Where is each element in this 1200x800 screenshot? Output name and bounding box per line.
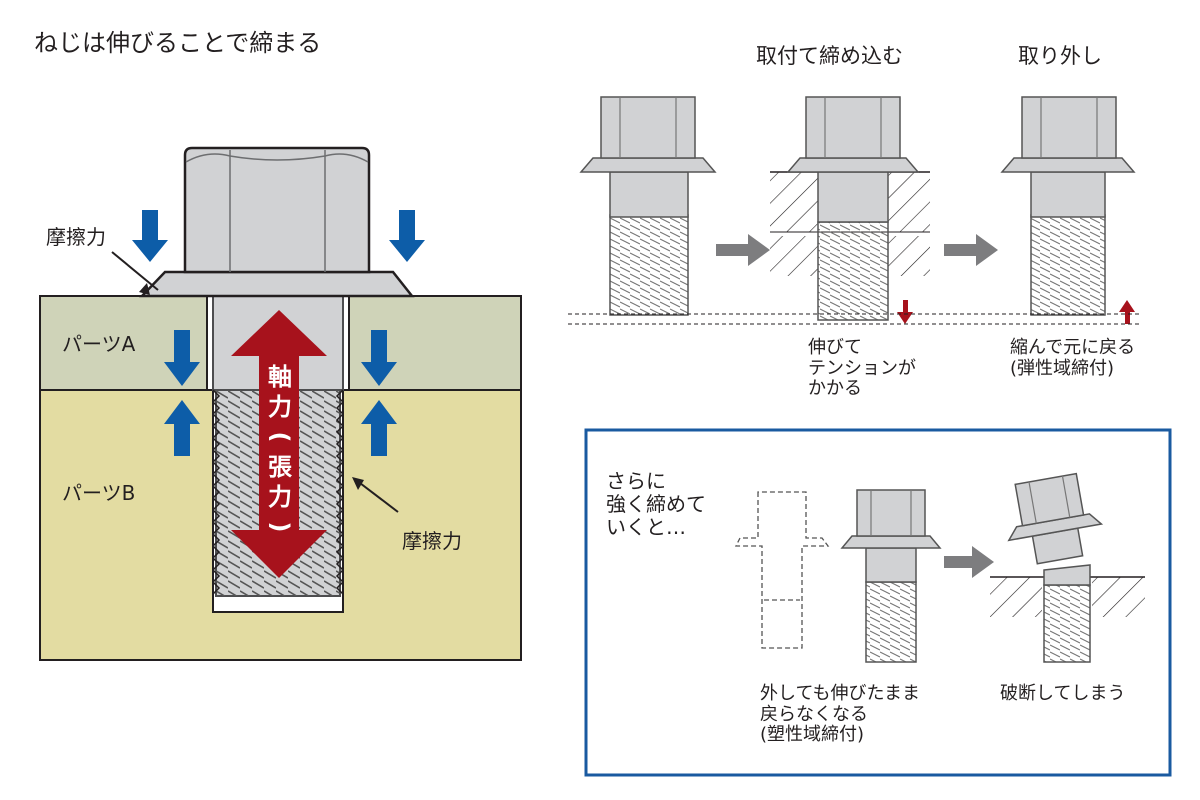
friction-top-leader [111,251,159,291]
part-b-label: パーツB [62,481,136,505]
arrow-up-partb-left [164,400,200,456]
step-tighten-heading: 取付て締め込む [756,44,903,68]
box-intro-line: 強く締めて [606,492,706,516]
arrow-down-parta-left [164,330,200,386]
bolt-plastic [840,489,942,663]
note-stretch-line: 伸びて [808,337,862,358]
stretch-arrow [897,300,913,324]
break-arrow [944,546,994,578]
axial-force-char: ) [266,521,294,533]
friction-thread-label: 摩擦力 [402,529,462,553]
warning-box [584,428,1172,777]
bolt-free [579,96,717,316]
box-intro-line: さらに [606,469,666,493]
axial-force-char: 軸 [268,363,292,391]
clamp-arrows [132,210,425,456]
box-intro-line: いくと… [606,515,686,539]
note-plastic: 外しても伸びたまま 戻らなくなる (塑性域締付) [760,683,921,746]
return-arrow [1119,300,1135,324]
note-return: 縮んで元に戻る (弾性域締付) [1010,337,1136,379]
axial-force-char: ( [266,431,294,443]
axial-force-char: 力 [268,393,292,421]
arrow-down-head-left [132,210,168,262]
arrow-down-parta-right [361,330,397,386]
part-a-label: パーツA [62,332,136,356]
tighten-arrow-2 [944,234,998,266]
note-stretch-line: かかる [808,378,862,400]
note-plastic-line: 戻らなくなる [760,703,868,725]
page-title: ねじは伸びることで締まる [34,29,322,57]
note-stretch: 伸びて テンションが かかる [808,337,916,400]
tighten-arrow-1 [716,234,770,266]
reference-lines [568,313,1140,325]
bolt-removed [1000,96,1136,324]
bolt-flange [139,270,415,298]
step-remove-heading: 取り外し [1018,44,1102,68]
note-stretch-line: テンションが [808,357,916,379]
left-cross-section [39,146,522,661]
bolt-broken [990,472,1145,663]
note-plastic-line: (塑性域締付) [760,724,865,746]
axial-force-char: 力 [268,483,292,511]
friction-thread-leader [355,479,399,513]
note-plastic-line: 外しても伸びたまま [760,683,921,704]
box-intro: さらに 強く締めて いくと… [606,470,706,539]
axial-force-label: 軸 力 ( 張 力 ) [262,362,298,542]
axial-force-char: 張 [268,453,292,481]
note-return-line: 縮んで元に戻る [1010,337,1136,358]
axial-force-arrow [231,310,327,578]
bolt-head [183,146,371,274]
arrow-down-head-right [389,210,425,262]
arrow-up-partb-right [361,400,397,456]
bolt-ghost-stretched [734,491,830,649]
note-break: 破断してしまう [1000,683,1126,704]
friction-top-label: 摩擦力 [46,225,106,249]
bolt-tightened [770,96,930,324]
note-return-line: (弾性域締付) [1010,357,1115,379]
